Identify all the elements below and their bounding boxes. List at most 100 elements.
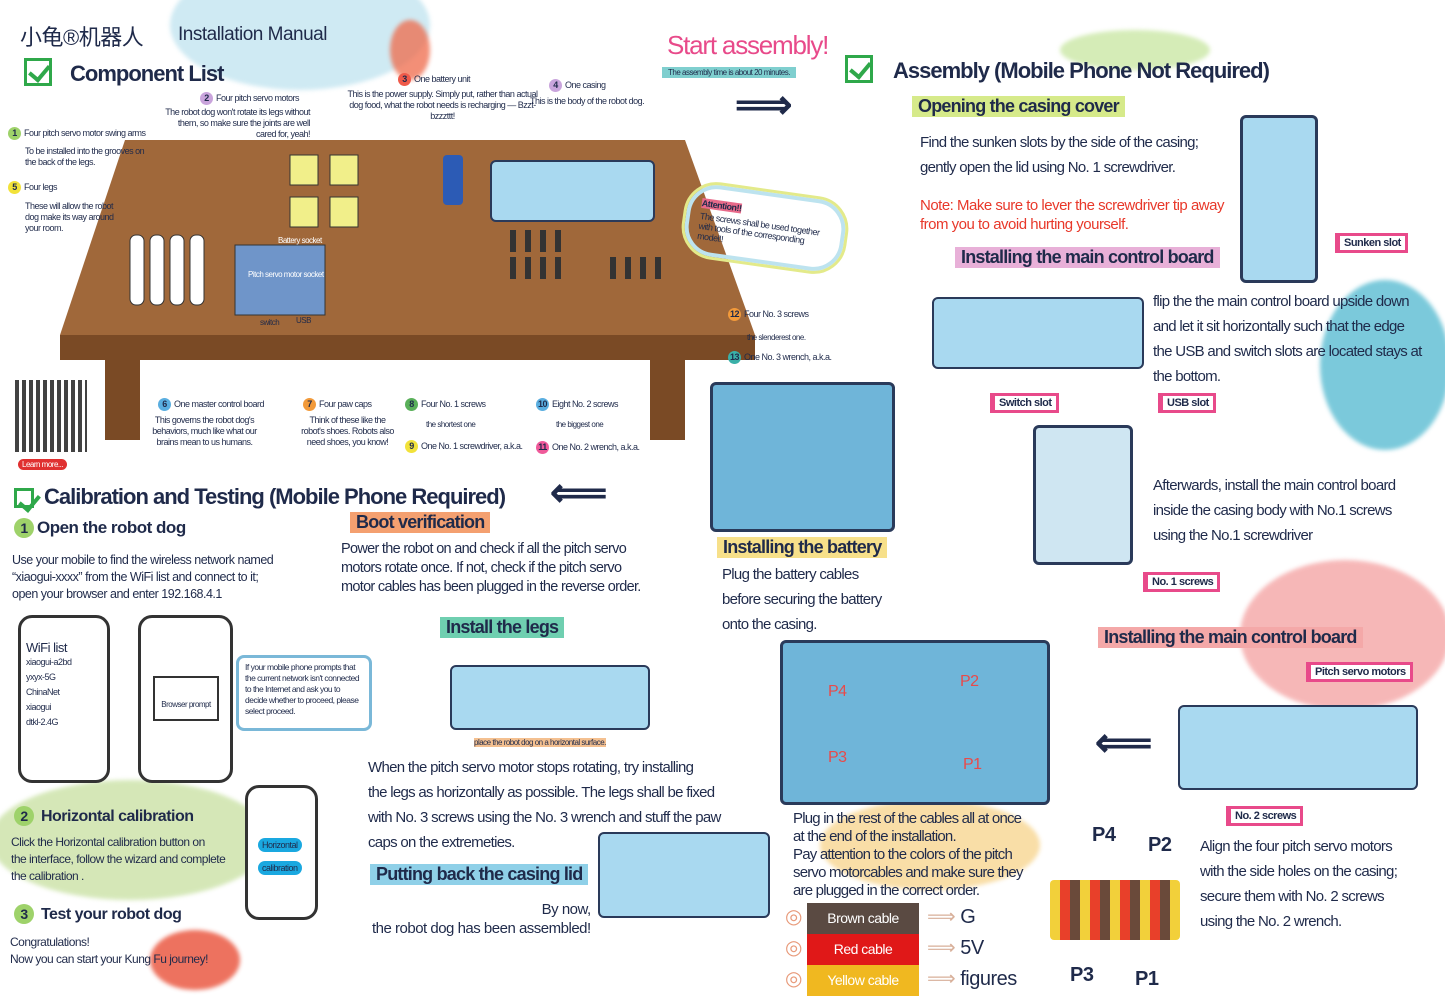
install-legs-text: When the pitch servo motor stops rotatin… [368,759,721,851]
step1-text: Use your mobile to find the wireless net… [12,553,274,601]
paint-splash [390,20,430,80]
manual-title: Installation Manual [178,24,327,45]
casing-illustration [1240,115,1318,283]
safety-note: Note: Make sure to lever the screwdriver… [920,197,1224,233]
phone-browser-illustration: Browser prompt [138,615,233,783]
casing-lid-title: Putting back the casing lid [370,864,589,885]
qr-code[interactable] [15,380,87,452]
arrow-icon: ⟸ [1095,721,1152,765]
battery-socket-label: Battery socket [278,236,322,245]
boot-verification-title: Boot verification [350,512,491,533]
port-label: P4 [828,683,847,700]
component-desc: To be installed into the grooves on the … [25,146,145,167]
calibration-title: Calibration and Testing (Mobile Phone Re… [44,484,506,509]
opening-casing-title: Opening the casing cover [912,96,1125,117]
proceed-prompt-note: If your mobile phone prompts that the cu… [236,655,372,731]
cables-text: Plug in the rest of the cables all at on… [793,810,1023,899]
casing-illustration [932,297,1144,369]
surface-note: place the robot dog on a horizontal surf… [474,738,606,747]
component-desc: the slenderest one. [747,333,806,342]
install-servos-title: Installing the main control board [1098,627,1363,648]
arrow-icon: ⟸ [550,471,607,515]
component-desc: This governs the robot dog's behaviors, … [152,415,257,447]
install-legs-title: Install the legs [440,617,565,638]
boot-verification-text: Power the robot on and check if all the … [341,541,641,595]
step2-title: 2 Horizontal calibration [14,806,194,826]
port-label: P2 [1148,834,1172,856]
arrow-icon: ⟹ [735,83,792,127]
step3-title: 3 Test your robot dog [14,904,182,924]
paint-splash [1320,280,1445,450]
phone-calibration-illustration: Horizontal calibration [245,785,318,920]
assembly-title: Assembly (Mobile Phone Not Required) [893,58,1270,83]
servo-socket-label: Pitch servo motor socket [248,270,324,279]
component-desc: Think of these like the robot's shoes. R… [301,415,394,447]
switch-slot-label: Switch slot [990,393,1059,413]
casing-illustration [490,160,655,222]
component-desc: This is the power supply. Simply put, ra… [347,89,538,121]
cable-color-list: ◎ Brown cable⟹ G ◎ Red cable⟹ 5V ◎ Yello… [785,903,1017,996]
component-desc: This is the body of the robot dog. [530,96,645,106]
paint-splash [150,930,240,990]
cable-row: ◎ Brown cable⟹ G [785,903,1017,934]
port-label: P3 [1070,964,1094,986]
component-list-title: Component List [70,61,224,86]
step3-text: Congratulations!Now you can start your K… [10,935,208,966]
component-desc: The robot dog won't rotate its legs with… [165,107,310,139]
checkbox-icon [24,58,52,86]
paint-splash [820,800,1040,890]
assembled-text: By now,the robot dog has been assembled! [372,901,591,937]
install-board-text: Afterwards, install the main control boa… [1153,477,1396,544]
sunken-slot-label: Sunken slot [1335,233,1408,253]
calibration-button[interactable]: calibration [258,861,302,875]
start-assembly-title: Start assembly! [667,30,829,60]
checkbox-icon [14,488,34,508]
port-label: P2 [960,673,979,690]
checkbox-icon [845,55,873,83]
install-battery-title: Installing the battery [717,537,888,558]
port-label: P1 [963,756,982,773]
board-illustration [1033,425,1133,565]
paint-splash [0,780,270,900]
switch-label: switch [260,318,280,327]
casing-illustration [1178,705,1418,790]
robot-assembled-illustration [598,832,770,918]
battery-illustration [710,382,895,532]
usb-slot-label: USB slot [1158,393,1216,413]
flip-board-text: flip the the main control board upside d… [1153,293,1422,385]
pin-header-illustration [1050,880,1180,940]
install-board-title: Installing the main control board [955,247,1220,268]
wiring-illustration [780,640,1050,805]
brand-logo: 小龟®机器人 [20,25,144,50]
learn-more-link[interactable]: Learn more... [18,459,68,470]
horizontal-button[interactable]: Horizontal [258,838,302,852]
component-desc: the shortest one [426,420,476,429]
opening-casing-text: Find the sunken slots by the side of the… [920,134,1199,176]
no1-screws-label: No. 1 screws [1143,572,1221,592]
no2-screws-label: No. 2 screws [1226,806,1304,826]
port-label: P3 [828,749,847,766]
port-label: P1 [1135,968,1159,990]
component-desc: the biggest one [556,420,604,429]
assembly-time-note: The assembly time is about 20 minutes. [662,67,796,78]
cable-row: ◎ Red cable⟹ 5V [785,934,1017,965]
pitch-servo-label: Pitch servo motors [1306,662,1413,682]
usb-label: USB [296,316,311,325]
port-label: P4 [1092,824,1116,846]
